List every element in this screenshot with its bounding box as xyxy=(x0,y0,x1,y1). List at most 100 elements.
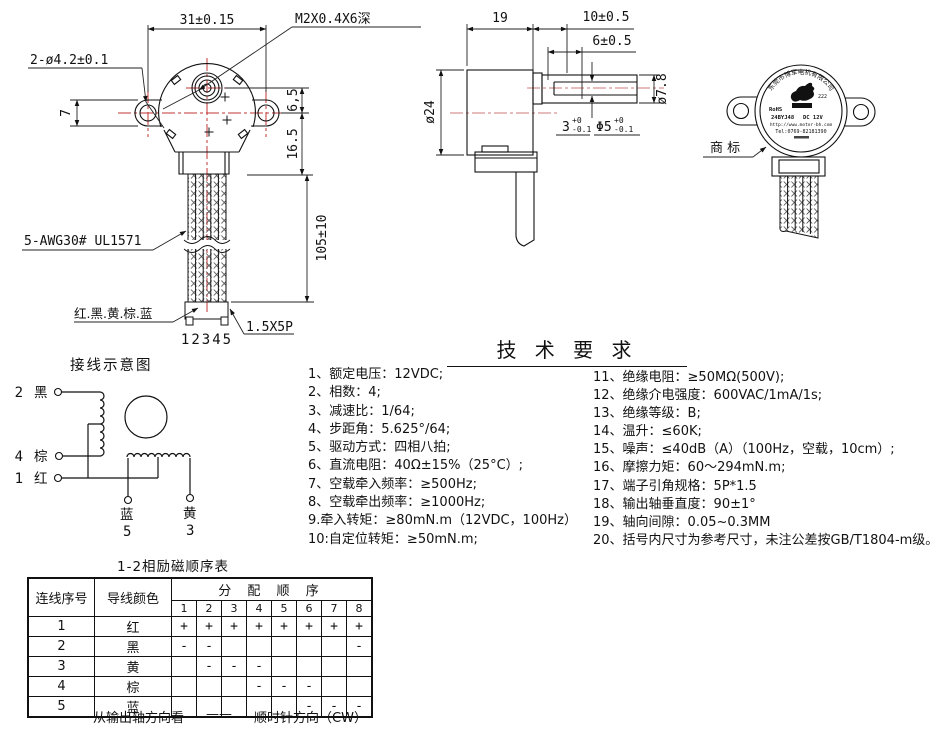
terminal-4-color: 棕 xyxy=(34,449,48,465)
seq-cell: - xyxy=(196,636,222,657)
dim-shaft2-tol-top-text: +0 xyxy=(614,116,624,125)
side-view-centerlines xyxy=(450,87,664,114)
seq-cell xyxy=(271,636,297,657)
footer-dash: —— xyxy=(206,707,233,722)
seq-cell xyxy=(321,636,347,657)
sequence-table-title: 1-2相励磁顺序表 xyxy=(117,559,230,575)
side-view-dimensions xyxy=(436,24,660,156)
seq-cell xyxy=(346,656,373,677)
tech-item: 17、端子引角规格：5P*1.5 xyxy=(593,478,757,494)
terminal-3-num: 3 xyxy=(186,523,194,539)
front-view-texts: 31±0.15 M2X0.4X6深 2-ø4.2±0.1 7 6,5 16.5 … xyxy=(24,12,371,348)
tech-item: 12、绝缘介电强度：600VAC/1mA/1s; xyxy=(593,388,823,404)
wiring-labels: 2 黑 4 棕 1 红 蓝 5 黄 3 xyxy=(15,385,197,540)
dim-body-dia-text: ø24 xyxy=(423,100,438,124)
dim-shaft2-tol-bot-text: -0.1 xyxy=(614,125,633,134)
weld-marks xyxy=(204,92,232,137)
wire-color-cell: 黄 xyxy=(94,656,172,677)
wire-no-cell: 1 xyxy=(27,616,95,637)
tech-item: 8、空载牵出频率：≥1000Hz; xyxy=(308,495,486,511)
crimp-notches xyxy=(165,74,249,140)
dim-flat-text: 3 xyxy=(562,120,570,135)
step-header: 6 xyxy=(296,600,322,617)
footer-view-direction: 从输出轴方向看 xyxy=(93,711,185,726)
step-header: 7 xyxy=(321,600,347,617)
dim-flat-tol-top-text: +0 xyxy=(572,116,582,125)
seq-cell xyxy=(346,676,373,697)
dim-body-len-text: 19 xyxy=(492,11,508,26)
seq-cell: - xyxy=(246,676,272,697)
tech-item: 14、温升：≤60K; xyxy=(593,424,702,440)
seq-cell: - xyxy=(221,656,247,677)
seq-cell: + xyxy=(271,616,297,637)
label-fineprint-bar xyxy=(794,136,809,139)
pin-numbers-text: 12345 xyxy=(181,332,233,348)
back-view-wires xyxy=(779,175,819,239)
step-header: 1 xyxy=(171,600,197,617)
dim-shaft2-text: Φ5 xyxy=(596,120,612,135)
seq-cell: - xyxy=(346,696,373,718)
seq-cell xyxy=(221,636,247,657)
wire-color-cell: 棕 xyxy=(94,676,172,697)
seq-cell xyxy=(246,636,272,657)
seq-cell: + xyxy=(196,616,222,637)
label-model-text: 24BYJ48 xyxy=(771,115,794,121)
dim-flat-tol-bot-text: -0.1 xyxy=(572,125,591,134)
dim-flat-len-text: 6±0.5 xyxy=(592,34,631,49)
terminal-5-color: 蓝 xyxy=(120,507,134,523)
thread-note-text: M2X0.4X6深 xyxy=(295,12,371,27)
excitation-sequence-table: 连线序号 导线颜色 分 配 顺 序 1 2 3 4 5 6 7 8 1 红 + … xyxy=(27,577,373,718)
tech-item: 7、空载牵入频率：≥500Hz; xyxy=(308,476,477,492)
step-header: 8 xyxy=(346,600,373,617)
dim-ear-text: 7 xyxy=(59,109,74,117)
seq-cell: - xyxy=(321,696,347,718)
tech-item: 5、驱动方式：四相八拍; xyxy=(308,440,451,456)
label-rohs-text: RoHS xyxy=(769,107,782,113)
tech-item: 10:自定位转矩：≥50mN.m; xyxy=(308,531,478,547)
step-header: 4 xyxy=(246,600,272,617)
terminal-3-color: 黄 xyxy=(183,506,197,522)
wiring-schematic xyxy=(53,387,195,505)
col-wire-no-header: 连线序号 xyxy=(27,577,95,617)
back-view-outline xyxy=(726,64,876,177)
tech-item: 15、噪声：≤40dB（A）（100Hz，空载，10cm）; xyxy=(593,442,895,458)
seq-cell: + xyxy=(321,616,347,637)
dim-shaft-len-text: 10±0.5 xyxy=(583,10,630,25)
terminal-2-num: 2 xyxy=(15,385,23,401)
seq-cell: - xyxy=(196,656,222,677)
tech-item: 2、相数：4; xyxy=(308,385,381,401)
seq-cell xyxy=(271,656,297,677)
table-row: 1 红 + + + + + + + + xyxy=(27,616,373,637)
side-view-texts: 19 10±0.5 6±0.5 ø24 ø7.8 3 +0 -0.1 Φ5 +0… xyxy=(423,10,670,135)
wire-no-cell: 3 xyxy=(27,656,95,677)
tech-item: 4、步距角：5.625°/64; xyxy=(308,421,451,437)
terminal-4-num: 4 xyxy=(15,449,23,465)
seq-cell: - xyxy=(296,696,322,718)
terminal-1-color: 红 xyxy=(34,471,48,487)
seq-cell xyxy=(321,656,347,677)
wiring-diagram-title: 接线示意图 xyxy=(70,358,153,374)
seq-cell: + xyxy=(171,616,197,637)
seq-cell: - xyxy=(296,676,322,697)
tech-item: 9.牵入转矩：≥80mN.m（12VDC，100Hz） xyxy=(308,513,577,529)
wire-no-cell: 4 xyxy=(27,676,95,697)
terminal-2-color: 黑 xyxy=(34,385,48,401)
tech-item: 11、绝缘电阻：≥50MΩ(500V); xyxy=(593,370,785,385)
bird-logo-icon xyxy=(790,82,815,102)
tech-item: 18、输出轴垂直度：90±1° xyxy=(593,496,756,512)
wire-no-cell: 5 xyxy=(27,696,95,718)
label-name-bar xyxy=(792,103,812,108)
front-view-dimensions xyxy=(22,25,421,335)
dim-width-text: 31±0.15 xyxy=(180,13,235,28)
holes-note-text: 2-ø4.2±0.1 xyxy=(30,53,108,68)
tech-requirements-left-column: 1、额定电压：12VDC; 2、相数：4; 3、减速比：1/64; 4、步距角：… xyxy=(308,366,577,549)
rotor-circle xyxy=(124,395,168,439)
seq-cell xyxy=(321,676,347,697)
trademark-text: 商 标 xyxy=(710,141,740,156)
wire-color-cell: 黑 xyxy=(94,636,172,657)
tech-item: 6、直流电阻：40Ω±15%（25°C）; xyxy=(308,458,524,474)
terminal-1-num: 1 xyxy=(15,471,23,487)
wire-spec-text: 5-AWG30# UL1571 xyxy=(24,234,141,249)
connector-spec-text: 1.5X5P xyxy=(246,320,293,335)
